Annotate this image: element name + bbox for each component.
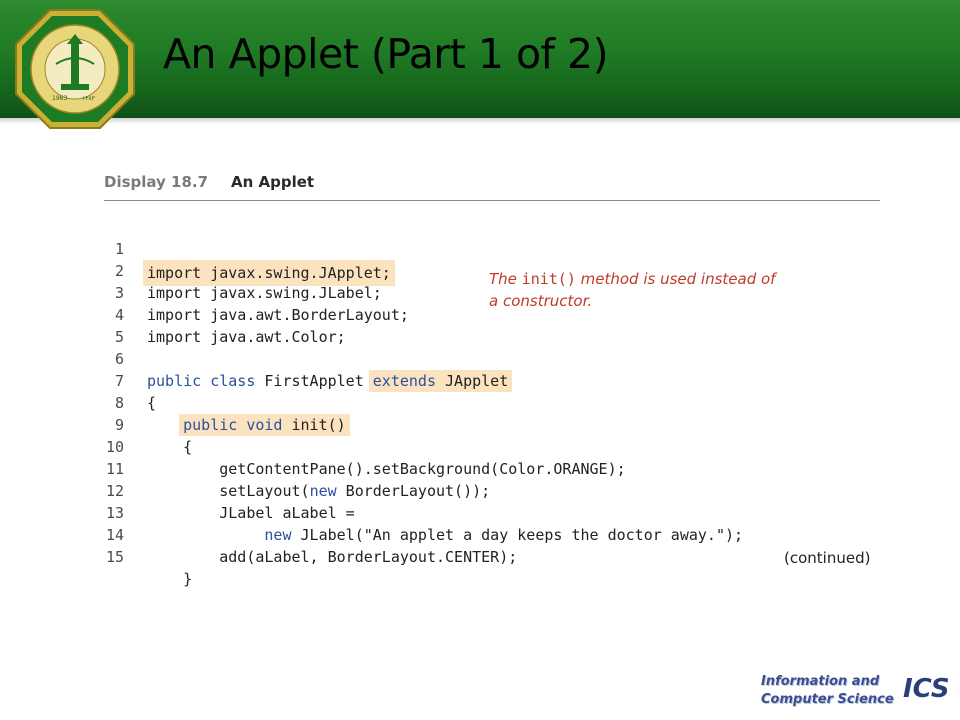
annotation-pre: The	[489, 270, 522, 288]
university-seal-logo: 1963 ١٣٨٣	[15, 9, 135, 129]
annotation-line-1: The init() method is used instead of	[489, 268, 809, 290]
code-line: 4 import java.awt.Color;	[104, 282, 880, 346]
code-text-highlighted: import javax.swing.JApplet;	[143, 260, 395, 286]
line-number: 12	[105, 482, 124, 500]
line-number: 15	[105, 548, 124, 566]
code-text: }	[147, 570, 193, 588]
code-line: 13 new JLabel("An applet a day keeps the…	[104, 480, 880, 544]
code-text: {	[147, 394, 157, 412]
continued-label: (continued)	[784, 549, 871, 567]
ics-logo: Information and Computer Science ICS	[757, 672, 953, 714]
line-number: 3	[114, 284, 124, 302]
code-line: 7 {	[104, 348, 880, 412]
slide-title: An Applet (Part 1 of 2)	[163, 30, 609, 78]
line-number: 1	[114, 240, 124, 258]
code-annotation: The init() method is used instead of a c…	[489, 268, 809, 312]
code-line: 5	[104, 304, 880, 346]
ics-logo-mark: ICS	[903, 674, 950, 704]
seal-year-left: 1963	[52, 95, 67, 102]
line-number: 7	[114, 372, 124, 390]
line-number: 10	[105, 438, 124, 456]
code-line: 12 JLabel aLabel =	[104, 458, 880, 522]
line-number: 5	[114, 328, 124, 346]
line-number: 4	[114, 306, 124, 324]
annotation-code: init()	[521, 270, 576, 288]
code-line: 10 getContentPane().setBackground(Color.…	[104, 414, 880, 478]
line-number: 14	[105, 526, 124, 544]
code-line: 6 public class FirstApplet extends JAppl…	[104, 326, 880, 392]
code-text: import javax.swing.JLabel;	[147, 284, 382, 302]
code-text: import java.awt.Color;	[147, 328, 346, 346]
code-text-class-decl: public class FirstApplet extends JApplet	[147, 370, 513, 392]
figure-label: Display 18.7	[104, 173, 209, 191]
code-line: 1 import javax.swing.JApplet;	[104, 216, 880, 286]
line-number: 6	[114, 350, 124, 368]
code-text-new-jlabel: new JLabel("An applet a day keeps the do…	[264, 526, 744, 544]
seal-year-right: ١٣٨٣	[82, 95, 96, 102]
figure-header: Display 18.7 An Applet	[104, 172, 880, 201]
code-text: JLabel aLabel =	[147, 504, 355, 522]
code-text: {	[147, 438, 193, 456]
code-line: 8 public void init()	[104, 370, 880, 436]
line-number: 11	[105, 460, 124, 478]
code-text-init-decl: public void init()	[147, 414, 350, 436]
code-line: 9 {	[104, 392, 880, 456]
figure-title: An Applet	[231, 173, 315, 191]
annotation-post: method is used instead of	[575, 270, 776, 288]
ics-logo-line-1: Information and	[761, 674, 880, 689]
code-text-set-layout: setLayout(new BorderLayout());	[147, 482, 491, 500]
code-text: getContentPane().setBackground(Color.ORA…	[147, 460, 626, 478]
code-line: 11 setLayout(new BorderLayout());	[104, 436, 880, 500]
code-text: import java.awt.BorderLayout;	[147, 306, 409, 324]
line-number: 13	[105, 504, 124, 522]
code-line: 2 import javax.swing.JLabel;	[104, 238, 880, 302]
ics-logo-line-2: Computer Science	[761, 692, 894, 707]
code-text: add(aLabel, BorderLayout.CENTER);	[147, 548, 518, 566]
annotation-line-2: a constructor.	[489, 292, 593, 310]
code-line: 15 }	[104, 524, 880, 588]
line-number: 9	[114, 416, 124, 434]
title-bar	[0, 0, 960, 118]
code-line: 3 import java.awt.BorderLayout;	[104, 260, 880, 324]
line-number: 8	[114, 394, 124, 412]
line-number: 2	[114, 262, 124, 280]
title-bar-shadow	[0, 118, 960, 124]
code-line: 14 add(aLabel, BorderLayout.CENTER);	[104, 502, 880, 566]
